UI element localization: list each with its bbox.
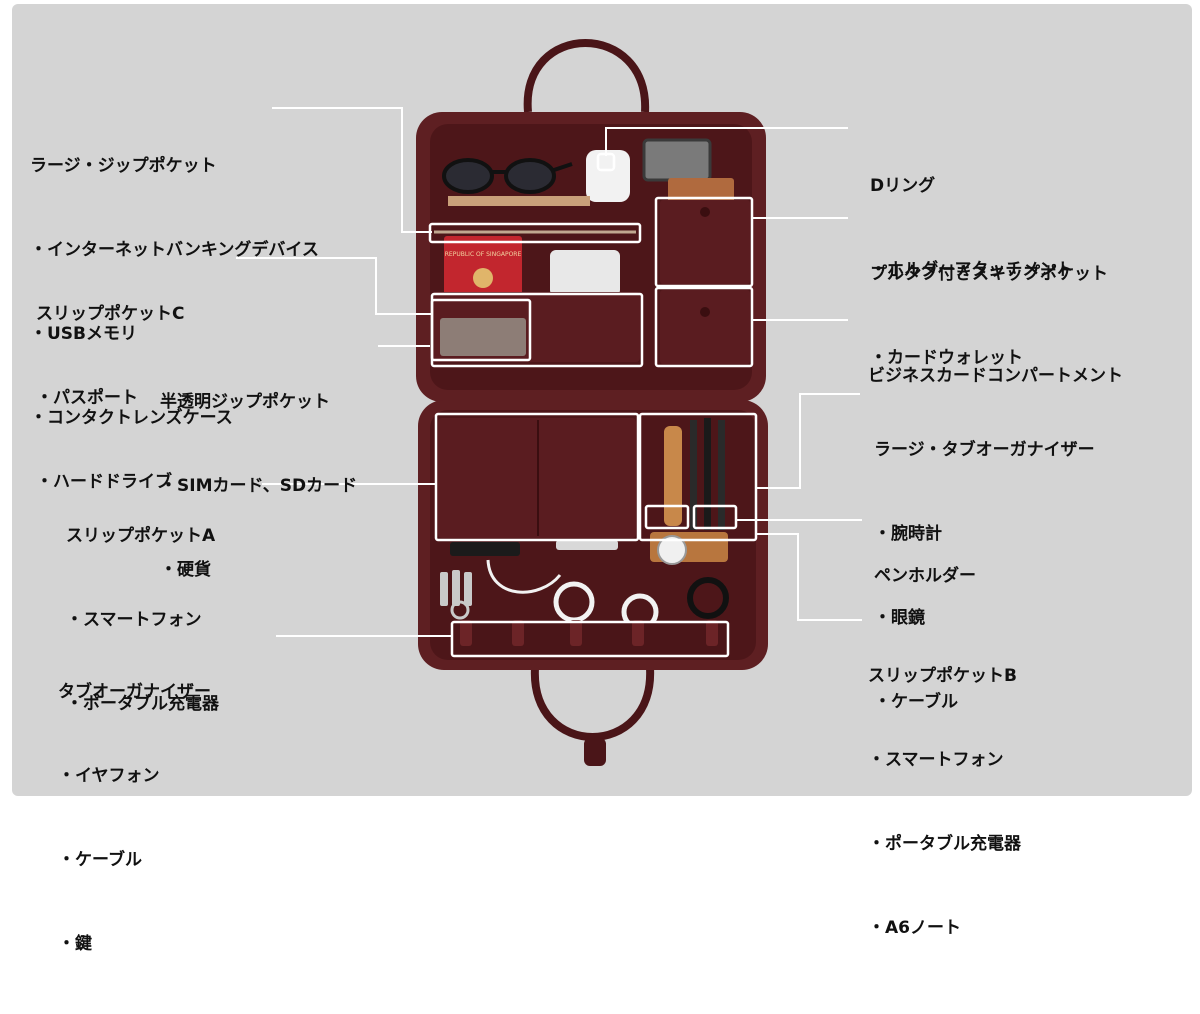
infographic: REPUBLIC OF SINGAPORE: [12, 4, 1192, 954]
callout-item: ・コンタクトレンズケース: [30, 408, 233, 428]
cable: [486, 559, 562, 594]
leader-slip-pocket-b: [756, 533, 862, 621]
callout-pen-holder: ペンホルダー: [874, 506, 976, 646]
leader-d-ring: [605, 127, 848, 156]
callout-title: スリップポケットC: [36, 304, 185, 324]
callout-item: ・パスポート: [36, 388, 138, 408]
mirror: [642, 138, 712, 182]
leader-slip-pocket-c: [236, 257, 432, 315]
callout-item: ・ポータブル充電器: [66, 694, 219, 714]
highlight-slip-pocket-a: [434, 412, 640, 542]
top-handle: [523, 39, 650, 113]
callout-translucent-zip-pocket: 半透明ジップポケット ・SIMカード、SDカード ・硬貨: [160, 332, 357, 640]
callout-item: ・A6ノート: [868, 918, 961, 938]
smartphone: [450, 542, 520, 556]
callout-title: ラージ・タブオーガナイザー: [874, 440, 1095, 460]
callout-title: ラージ・ジップポケット: [30, 156, 217, 176]
callout-slip-pocket-c: スリップポケットC ・パスポート ・ハードドライブ: [36, 244, 184, 552]
highlight-tab-organizer: [450, 620, 730, 658]
bag-illustration: REPUBLIC OF SINGAPORE: [236, 39, 862, 766]
callout-title: タブオーガナイザー: [58, 682, 211, 702]
highlight-large-tab-organizer: [638, 412, 758, 542]
callout-title: ビジネスカードコンパートメント: [868, 366, 1123, 386]
usb-device: [586, 150, 630, 202]
callout-item: ・硬貨: [160, 560, 211, 580]
black-cable-coil: [687, 577, 729, 619]
callout-large-tab-organizer: ラージ・タブオーガナイザー ・腕時計 ・眼鏡 ・ケーブル: [874, 380, 1095, 772]
passport-cover-text: REPUBLIC OF SINGAPORE: [445, 251, 522, 258]
callout-business-card-compartment: ビジネスカードコンパートメント: [868, 306, 1123, 446]
callout-title: 半透明ジップポケット: [160, 392, 330, 412]
callout-item: ・スマートフォン: [66, 610, 202, 630]
bottom-handle-tab: [584, 738, 606, 766]
callout-item: ・腕時計: [874, 524, 942, 544]
callout-title: ペンホルダー: [874, 566, 976, 586]
snap-button: [700, 207, 710, 217]
bottom-handle: [530, 667, 655, 741]
zip-strip: [448, 196, 590, 206]
pen: [704, 418, 711, 530]
callout-d-ring: Dリング ・ホルダーアタッチメント: [870, 116, 1073, 340]
leader-large-zip-pocket: [272, 107, 432, 233]
watch-strap: [664, 426, 682, 526]
portable-charger: [556, 540, 618, 550]
callout-item: ・スマートフォン: [868, 750, 1004, 770]
highlight-slip-pocket-c: [430, 292, 644, 368]
tab-organizer-strip: [452, 622, 728, 656]
watch-face: [657, 535, 687, 565]
highlight-pen-holder-left: [644, 504, 690, 530]
callout-slip-pocket-a: スリップポケットA ・スマートフォン ・ポータブル充電器: [66, 466, 219, 774]
callout-item: ・ケーブル: [58, 850, 142, 870]
callout-item: ・イヤフォン: [58, 766, 160, 786]
callout-item: ・ハードドライブ: [36, 472, 172, 492]
callout-item: ・ケーブル: [874, 692, 958, 712]
callout-title: スリップポケットB: [868, 666, 1017, 686]
passport: [444, 236, 522, 298]
snap-button: [700, 307, 710, 317]
callout-title: スリップポケットA: [66, 526, 216, 546]
highlight-business-card: [654, 286, 754, 368]
leader-lines: [236, 107, 862, 637]
highlight-pen-holder-right: [692, 504, 738, 530]
callout-item: ・インターネットバンキングデバイス: [30, 240, 319, 260]
callout-item: ・USBメモリ: [30, 324, 138, 344]
callout-item: ・SIMカード、SDカード: [160, 476, 358, 496]
pen: [690, 420, 697, 530]
pen: [718, 420, 725, 530]
leader-large-tab-organizer: [756, 393, 860, 489]
callout-pull-tab-skip-pocket: プルタブ付きスキップポケット ・カードウォレット: [870, 204, 1108, 428]
callout-item: ・ホルダーアタッチメント: [870, 260, 1074, 280]
business-card-panel: [660, 290, 750, 364]
glasses: [442, 158, 573, 194]
callout-item: ・ポータブル充電器: [868, 834, 1021, 854]
callout-tab-organizer: タブオーガナイザー ・イヤフォン ・ケーブル ・鍵: [58, 622, 211, 1014]
callout-item: ・眼鏡: [874, 608, 925, 628]
hard-drive: [550, 250, 620, 296]
callout-slip-pocket-b: スリップポケットB ・スマートフォン ・ポータブル充電器 ・A6ノート: [868, 606, 1021, 998]
organizer-tabs: [460, 620, 718, 646]
callout-title: Dリング: [870, 176, 936, 196]
pull-tab-pocket-panel: [660, 200, 750, 284]
callout-item: ・鍵: [58, 934, 92, 954]
translucent-pocket-contents: [440, 318, 526, 356]
callout-large-zip-pocket: ラージ・ジップポケット ・インターネットバンキングデバイス ・USBメモリ ・コ…: [30, 96, 319, 488]
keys: [440, 570, 472, 620]
passport-emblem: [473, 268, 493, 288]
callout-title: プルタブ付きスキップポケット: [870, 264, 1108, 284]
highlight-pull-tab-pocket: [654, 196, 754, 288]
callout-item: ・カードウォレット: [870, 348, 1023, 368]
